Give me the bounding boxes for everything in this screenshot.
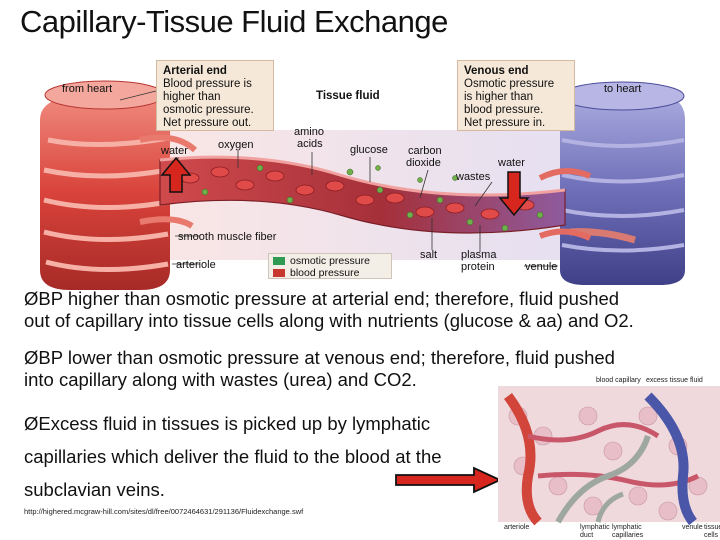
venous-line-4: Net pressure in.	[464, 117, 546, 129]
arteriole-vessel	[40, 80, 170, 290]
venous-line-3: blood pressure.	[464, 104, 544, 116]
plasma-protein-particles	[201, 164, 544, 232]
bullet-1: ØBP higher than osmotic pressure at arte…	[24, 288, 634, 332]
page-title: Capillary-Tissue Fluid Exchange	[20, 4, 448, 39]
legend-swatch-osmotic	[273, 257, 285, 265]
bullet-3-line-1: Excess fluid in tissues is picked up by …	[38, 413, 431, 434]
venous-end-box: Venous end Osmotic pressure is higher th…	[457, 60, 575, 131]
bullet-2-line-2: into capillary along with wastes (urea) …	[24, 369, 417, 390]
legend-label-blood: blood pressure	[290, 267, 360, 279]
smooth-muscle-label: smooth muscle fiber	[178, 231, 277, 243]
bullet-2-marker: Ø	[24, 347, 39, 368]
venous-end-heading: Venous end	[464, 65, 529, 77]
water-left-label: water	[161, 145, 188, 157]
carbon-dioxide-label-1: carbon	[408, 145, 442, 157]
bullet-1-marker: Ø	[24, 288, 39, 309]
arterial-line-2: higher than	[163, 91, 221, 103]
capillary-diagram	[40, 79, 685, 290]
arterial-end-box: Arterial end Blood pressure is higher th…	[156, 60, 274, 131]
venule-small-label: venule	[682, 524, 703, 531]
glucose-label: glucose	[350, 144, 388, 156]
excess-tissue-fluid-label: excess tissue fluid	[646, 377, 703, 384]
water-right-label: water	[498, 157, 525, 169]
arterial-line-3: osmotic pressure.	[163, 104, 254, 116]
bullet-3: ØExcess fluid in tissues is picked up by…	[24, 407, 442, 506]
amino-acids-label-1: amino	[294, 126, 324, 138]
venule-label: venule	[525, 261, 558, 273]
lymphatic-illustration	[498, 386, 720, 526]
bullet-2-line-1: BP lower than osmotic pressure at venous…	[38, 347, 615, 368]
oxygen-label: oxygen	[218, 139, 254, 151]
smooth-muscle-fibers	[139, 134, 592, 241]
legend-swatch-blood	[273, 269, 285, 277]
plasma-protein-label-2: protein	[461, 261, 495, 273]
lymphatic-figure: blood capillary excess tissue fluid arte…	[498, 376, 720, 540]
right-arrow-icon	[395, 466, 503, 494]
arterial-end-heading: Arterial end	[163, 65, 227, 77]
tissue-cells-label: tissue cells	[704, 524, 720, 539]
venous-line-2: is higher than	[464, 91, 534, 103]
up-arrow-icon	[160, 156, 192, 193]
arteriole-label: arteriole	[176, 259, 216, 271]
down-arrow-icon	[498, 171, 530, 217]
pressure-legend: osmotic pressure blood pressure	[268, 253, 392, 279]
lymphatic-duct-label: lymphatic duct	[580, 524, 610, 539]
wastes-label: wastes	[456, 171, 491, 183]
venous-line-1: Osmotic pressure	[464, 78, 555, 90]
legend-osmotic: osmotic pressure	[273, 255, 387, 267]
lymphatic-capillaries-label: lymphatic capillaries	[612, 524, 644, 539]
legend-blood: blood pressure	[273, 267, 387, 279]
venule-vessel	[559, 81, 685, 285]
bullet-3-marker: Ø	[24, 413, 39, 434]
arterial-line-1: Blood pressure is	[163, 78, 252, 90]
from-heart-label: from heart	[62, 83, 113, 95]
bullet-2: ØBP lower than osmotic pressure at venou…	[24, 347, 615, 391]
bullet-3-line-3: subclavian veins.	[24, 479, 165, 500]
legend-label-osmotic: osmotic pressure	[290, 255, 370, 267]
arteriole-small-label: arteriole	[504, 524, 530, 531]
salt-label: salt	[420, 249, 438, 261]
amino-acids-label-2: acids	[297, 138, 323, 150]
tissue-fluid-label: Tissue fluid	[316, 90, 380, 102]
bullet-1-line-2: out of capillary into tissue cells along…	[24, 310, 634, 331]
to-heart-label: to heart	[604, 83, 642, 95]
carbon-dioxide-label-2: dioxide	[406, 157, 441, 169]
bullet-3-line-2: capillaries which deliver the fluid to t…	[24, 446, 442, 467]
source-url[interactable]: http://highered.mcgraw-hill.com/sites/dl…	[24, 507, 304, 516]
arterial-line-4: Net pressure out.	[163, 117, 252, 129]
plasma-protein-label-1: plasma	[461, 249, 497, 261]
blood-capillary-label: blood capillary	[596, 377, 641, 384]
bullet-1-line-1: BP higher than osmotic pressure at arter…	[38, 288, 620, 309]
